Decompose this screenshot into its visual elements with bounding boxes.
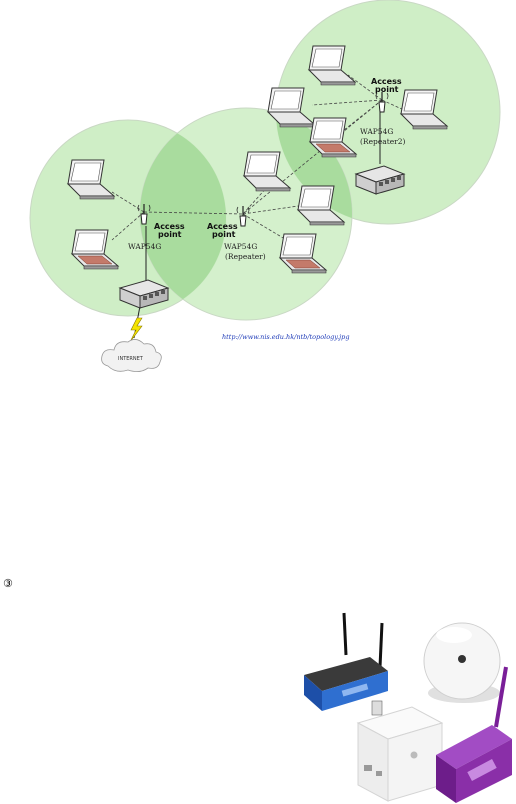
ap-model: WAP54G	[360, 127, 393, 136]
cloud-label: INTERNET	[118, 356, 144, 362]
source-url: http://www.nis.edu.hk/ntb/topology.jpg	[222, 333, 349, 341]
router-cube-photo	[356, 706, 444, 802]
ap-model: WAP54G	[128, 242, 161, 251]
wireless-topology-diagram: Access point WAP54G Access point WAP54G …	[29, 0, 501, 372]
ap-label-line2: point	[158, 230, 182, 239]
router-sphere-photo	[423, 622, 501, 703]
ap-label-line1: Access	[154, 222, 185, 231]
coverage-overlap-right	[276, 108, 352, 224]
router-blue-photo	[304, 612, 388, 716]
ap-model: WAP54G	[224, 242, 257, 251]
router-purple-photo	[436, 666, 512, 803]
ap-role: (Repeater)	[225, 252, 266, 261]
ap-role: (Repeater2)	[360, 137, 406, 146]
ap-label-line2: point	[212, 230, 236, 239]
lightning-icon	[129, 317, 143, 343]
list-marker: ③	[3, 577, 13, 590]
cloud-icon	[101, 339, 162, 372]
ap-label-line1: Access	[207, 222, 238, 231]
coverage-overlap-left	[140, 120, 226, 316]
ap-label-line2: point	[375, 85, 399, 94]
ap-label-line1: Access	[371, 77, 402, 86]
wireless-router-photo	[304, 612, 512, 803]
